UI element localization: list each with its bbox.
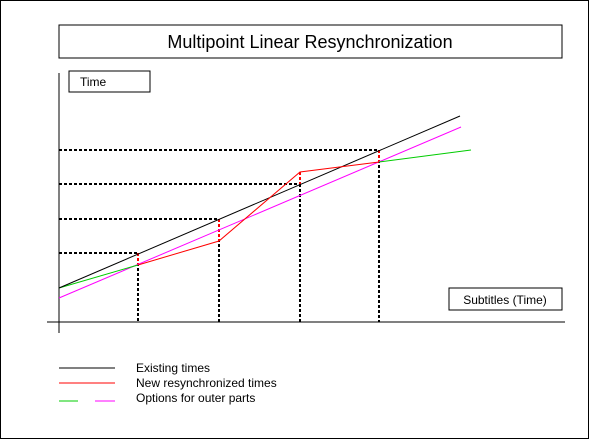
- title-box: Multipoint Linear Resynchronization: [58, 24, 563, 59]
- outer-option-magenta-line: [58, 126, 462, 299]
- legend: Existing times New resynchronized times …: [59, 361, 277, 405]
- diagram-title: Multipoint Linear Resynchronization: [167, 32, 452, 52]
- legend-label-outer: Options for outer parts: [136, 391, 255, 405]
- vertical-guides: [137, 150, 380, 322]
- legend-label-existing: Existing times: [136, 361, 210, 375]
- legend-label-resynchronized: New resynchronized times: [136, 376, 277, 390]
- existing-times-line: [58, 115, 461, 289]
- resynchronized-times-line: [137, 161, 380, 266]
- x-axis-label: Subtitles (Time): [463, 293, 547, 307]
- y-axis-label: Time: [80, 75, 107, 89]
- outer-option-green-line-left: [58, 264, 139, 289]
- y-axis-label-box: Time: [68, 70, 151, 93]
- x-axis-label-box: Subtitles (Time): [448, 287, 563, 311]
- outer-option-green-line-right: [378, 149, 472, 163]
- horizontal-guides: [59, 149, 379, 254]
